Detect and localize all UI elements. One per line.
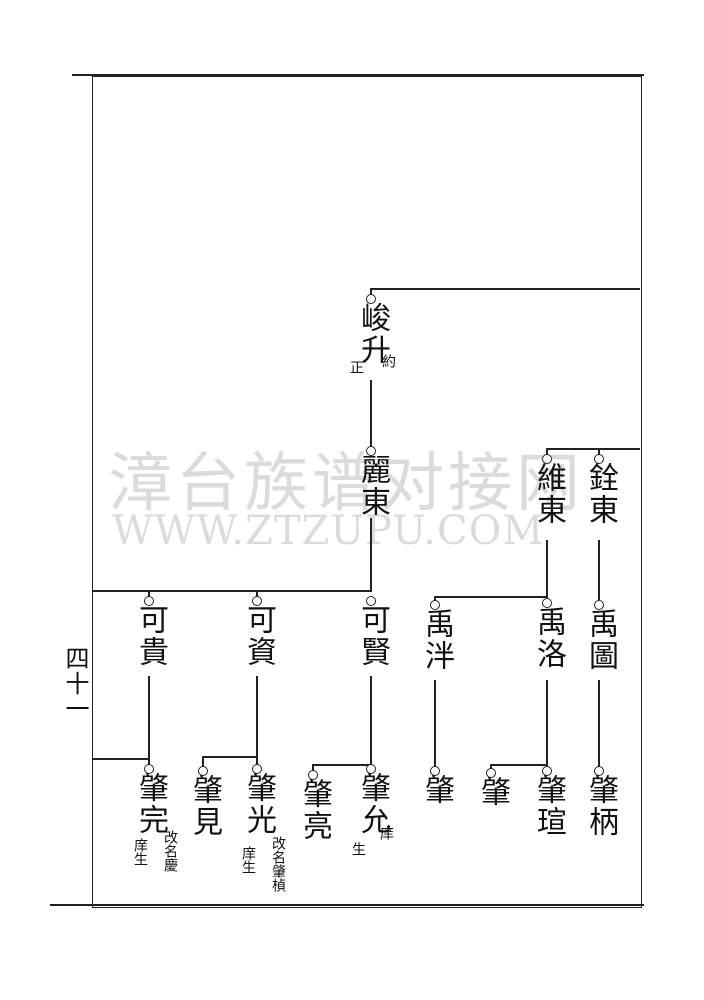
- page-number: 四十一: [61, 646, 89, 721]
- person-weidong: 維東: [531, 462, 566, 526]
- stem-kezi-sons: [256, 676, 258, 766]
- person-zhaoxuan: 肇瑄: [531, 774, 566, 838]
- stem-yutu-son: [598, 680, 600, 768]
- watermark-cn: 漳台族谱对接网: [108, 447, 584, 521]
- note-zhaoyun-b: 生: [350, 842, 366, 856]
- person-lidong: 麗東: [355, 454, 390, 518]
- node-quandong: [594, 454, 604, 464]
- node-yuluo: [542, 598, 552, 608]
- stem-zhaoliang: [312, 764, 314, 772]
- stem-zhaojian: [202, 756, 204, 768]
- stem-kegui: [148, 590, 150, 600]
- note-junsheng-a: 約: [380, 354, 396, 368]
- person-zhao-b: 肇: [419, 774, 454, 806]
- node-zhaoguang: [252, 764, 262, 774]
- person-zhaoyun: 肇允: [355, 772, 390, 836]
- stem-quandong-yutu: [598, 540, 600, 600]
- stem-weidong: [546, 448, 548, 458]
- node-kezi: [252, 596, 262, 606]
- node-zhaojian: [198, 766, 208, 776]
- node-zhaoliang: [308, 770, 318, 780]
- node-kegui: [144, 596, 154, 606]
- person-yutu: 禹圖: [583, 608, 618, 672]
- note-junsheng-b: 正: [348, 360, 364, 374]
- stem-junsheng: [370, 288, 372, 298]
- node-zhaoxuan: [542, 766, 552, 776]
- node-kexian: [366, 596, 376, 606]
- stem-zhao-a: [490, 764, 492, 770]
- person-zhaojian: 肇見: [187, 774, 222, 838]
- person-junsheng: 峻升: [355, 302, 390, 366]
- stem-kegui-sons: [148, 676, 150, 766]
- frame-bottom-outer: [50, 904, 644, 906]
- person-yuluo: 禹洛: [531, 606, 566, 670]
- stem-kexian-sons: [370, 676, 372, 766]
- node-yutu: [594, 600, 604, 610]
- person-zhaoliang: 肇亮: [297, 778, 332, 842]
- person-zhao-a: 肇: [475, 776, 510, 808]
- stem-kezi: [256, 590, 258, 600]
- person-zhaowan: 肇完: [133, 772, 168, 836]
- stem-yupan-son: [434, 680, 436, 768]
- branch-weidong-sons: [434, 596, 547, 598]
- node-junsheng: [366, 294, 376, 304]
- stem-junsheng-lidong: [370, 380, 372, 448]
- frame-top-outer: [72, 74, 644, 76]
- node-zhao-b: [430, 766, 440, 776]
- branch-kexian-sons: [312, 764, 371, 766]
- node-zhao-a: [486, 768, 496, 778]
- page-frame: [92, 76, 642, 908]
- branch-kezi-sons: [202, 756, 257, 758]
- person-yupan: 禹泮: [419, 608, 454, 672]
- stem-weidong-sons: [546, 540, 548, 598]
- node-weidong: [542, 454, 552, 464]
- branch-top: [370, 288, 640, 290]
- stem-lidong-sons: [370, 518, 372, 592]
- node-yupan: [430, 600, 440, 610]
- note-zhaoyun-a: 庠: [378, 826, 394, 840]
- node-zhaoyun: [366, 764, 376, 774]
- note-zhaoguang-b: 庠生: [240, 846, 256, 874]
- note-zhaowan-b: 庠生: [132, 838, 148, 866]
- stem-quandong: [598, 448, 600, 458]
- branch-yuluo-sons: [490, 764, 547, 766]
- branch-quandong-weidong: [546, 448, 640, 450]
- node-lidong: [366, 446, 376, 456]
- person-quandong: 銓東: [583, 462, 618, 526]
- note-zhaowan-a: 改名慶: [162, 830, 178, 872]
- person-zhaoguang: 肇光: [241, 772, 276, 836]
- branch-kegui-sons: [92, 758, 150, 760]
- node-zhaobing: [594, 766, 604, 776]
- person-kexian: 可賢: [355, 604, 390, 668]
- node-zhaowan: [144, 764, 154, 774]
- note-zhaoguang-a: 改名肇楨: [270, 836, 286, 892]
- person-kezi: 可資: [241, 604, 276, 668]
- branch-lidong-sons: [92, 590, 372, 592]
- watermark-url: WWW.ZTZUPU.COM: [112, 508, 545, 554]
- stem-yuluo-sons: [546, 680, 548, 768]
- person-zhaobing: 肇柄: [583, 774, 618, 838]
- person-kegui: 可貴: [133, 604, 168, 668]
